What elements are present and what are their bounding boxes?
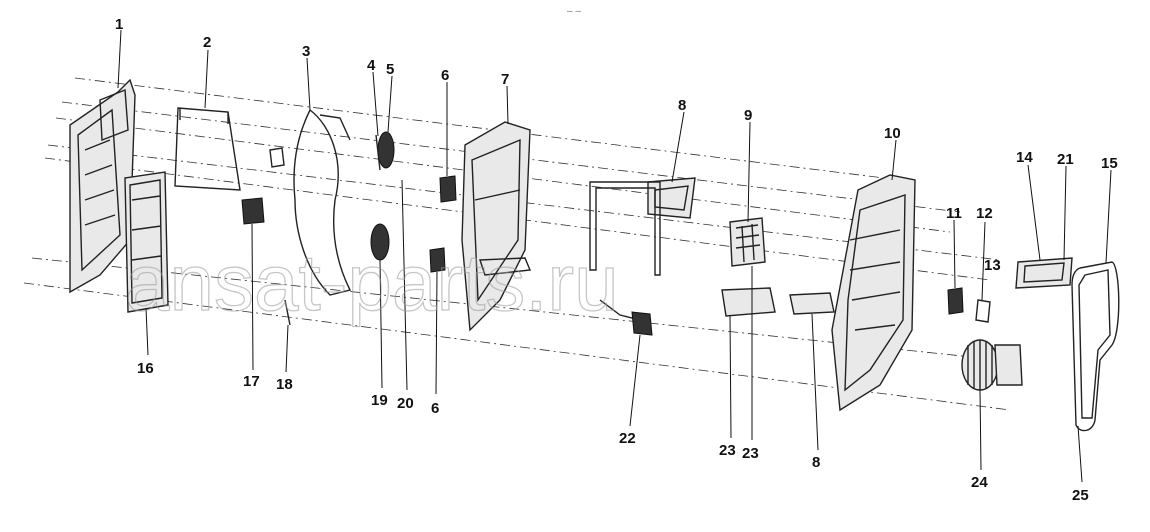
callout-7: 7 xyxy=(501,71,509,88)
callout-25: 25 xyxy=(1072,487,1089,504)
callout-16: 16 xyxy=(137,360,154,377)
part-14-21-filter xyxy=(1015,257,1073,289)
part-15-25-gasket xyxy=(1071,261,1120,432)
part-17-small-block xyxy=(241,197,265,225)
part-6-gear-lower xyxy=(429,247,446,273)
part-11-actuator xyxy=(947,287,964,315)
callout-15: 15 xyxy=(1101,155,1118,172)
part-2-flap xyxy=(174,107,241,191)
callout-5: 5 xyxy=(386,61,394,78)
watermark: ansat-parts.ru xyxy=(125,238,619,327)
callout-13: 13 xyxy=(984,257,1001,274)
part-24-blower xyxy=(961,339,1023,391)
callout-18: 18 xyxy=(276,376,293,393)
callout-12: 12 xyxy=(976,205,993,222)
callout-21: 21 xyxy=(1057,151,1074,168)
callout-8-upper: 8 xyxy=(678,97,686,114)
part-12-13-clip xyxy=(975,299,991,323)
callout-6-lower: 6 xyxy=(431,400,439,417)
part-6-gear-upper xyxy=(439,175,457,203)
callout-20: 20 xyxy=(397,395,414,412)
callout-labels: 1 2 3 4 5 6 7 8 9 10 11 12 13 14 21 15 1… xyxy=(115,16,1118,504)
callout-22: 22 xyxy=(619,430,636,447)
callout-4: 4 xyxy=(367,57,376,74)
leader-lines xyxy=(117,29,1112,483)
callout-9: 9 xyxy=(744,107,752,124)
callout-11: 11 xyxy=(946,205,962,222)
callout-14: 14 xyxy=(1016,149,1033,166)
part-4-5-actuator xyxy=(375,131,395,171)
part-10-right-housing xyxy=(831,174,916,412)
callout-24: 24 xyxy=(971,474,988,491)
callout-23-right: 23 xyxy=(742,445,759,462)
top-mark: – – xyxy=(567,6,581,17)
part-3-duct xyxy=(269,108,352,326)
callout-1: 1 xyxy=(115,16,123,33)
callout-23-left: 23 xyxy=(719,442,736,459)
callout-8-lower: 8 xyxy=(812,454,820,471)
part-9-grid-block xyxy=(729,217,766,267)
part-16-filter-frame xyxy=(124,171,169,313)
part-23-plate xyxy=(721,287,776,317)
callout-2: 2 xyxy=(203,34,211,51)
callout-3: 3 xyxy=(302,43,310,60)
callout-10: 10 xyxy=(884,125,901,142)
callout-17: 17 xyxy=(243,373,260,390)
callout-19: 19 xyxy=(371,392,388,409)
part-7-center-housing xyxy=(461,121,532,332)
part-8-plate-lower xyxy=(789,292,835,315)
part-1-left-housing xyxy=(69,78,136,294)
callout-6-upper: 6 xyxy=(441,67,449,84)
part-22-frame-motor xyxy=(589,181,661,336)
